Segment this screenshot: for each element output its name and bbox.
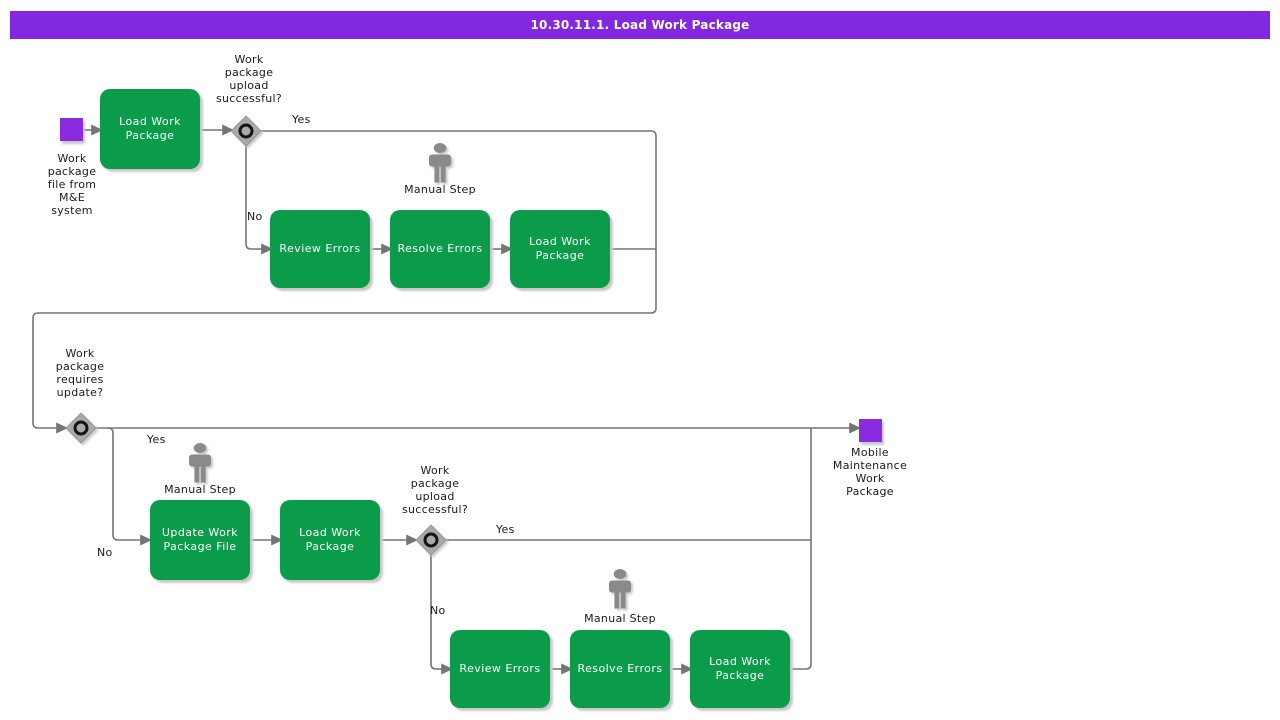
activity-node-load-work-package-3: Load Work Package [280, 500, 380, 580]
decision-upload-successful-1-diamond [230, 115, 262, 147]
activity-node-update-work-package-file: Update Work Package File [150, 500, 250, 580]
decision-requires-update-diamond [65, 412, 97, 444]
decision-requires-update-question: Work package requires update? [55, 347, 105, 399]
decision-upload-successful-1-question: Work package upload successful? [215, 53, 283, 105]
decision-ring-icon [238, 123, 254, 139]
label-yes-1: Yes [292, 113, 311, 126]
decision-ring-icon [423, 532, 439, 548]
activity-node-review-errors-2: Review Errors [450, 630, 550, 708]
person-icon [429, 143, 451, 183]
edge-decision1-yes-loop-to-decision2 [32, 130, 657, 434]
label-no-2: No [97, 546, 113, 559]
decision-upload-successful-2-diamond [415, 524, 447, 556]
activity-node-review-errors-1: Review Errors [270, 210, 370, 288]
person-icon [609, 569, 631, 609]
activity-node-resolve-errors-1: Resolve Errors [390, 210, 490, 288]
end-node [859, 419, 882, 442]
start-node [60, 118, 83, 141]
label-no-3: No [430, 604, 446, 617]
start-node-label: Work package file from M&E system [47, 152, 97, 217]
label-yes-2: Yes [147, 433, 166, 446]
activity-node-load-work-package-4: Load Work Package [690, 630, 790, 708]
activity-node-resolve-errors-2: Resolve Errors [570, 630, 670, 708]
page-title: 10.30.11.1. Load Work Package [530, 18, 750, 32]
edge-decision3-no-to-review-errors [430, 555, 454, 675]
title-bar: 10.30.11.1. Load Work Package [10, 11, 1270, 39]
edge-bottom-row-join-up [790, 428, 812, 670]
activity-node-load-work-package-1: Load Work Package [100, 89, 200, 169]
manual-step-label-2: Manual Step [164, 483, 236, 496]
manual-step-label-3: Manual Step [584, 612, 656, 625]
edge-decision1-no-to-review-errors [245, 146, 274, 255]
manual-step-label-1: Manual Step [404, 183, 476, 196]
label-yes-3: Yes [496, 523, 515, 536]
label-no-1: No [247, 210, 263, 223]
person-icon [189, 443, 211, 483]
decision-ring-icon [73, 420, 89, 436]
edge-decision2-no-to-update [107, 427, 153, 546]
decision-upload-successful-2-question: Work package upload successful? [401, 464, 469, 516]
activity-node-load-work-package-2: Load Work Package [510, 210, 610, 288]
end-node-label: Mobile Maintenance Work Package [832, 446, 908, 498]
